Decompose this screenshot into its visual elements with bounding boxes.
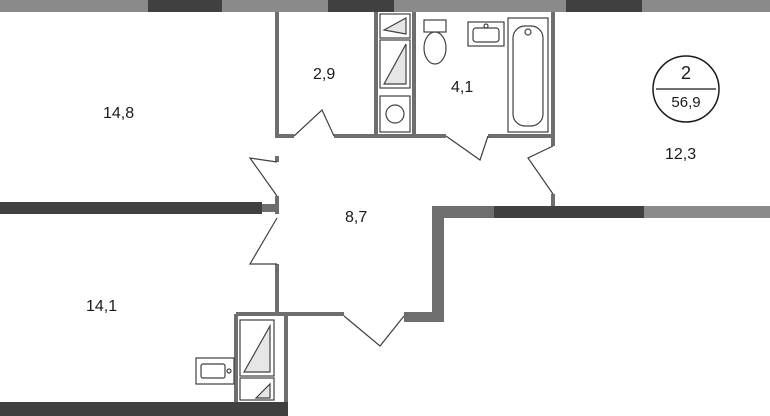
doors [248, 108, 554, 347]
storage-column-fixtures [379, 13, 411, 133]
room-1-door [248, 157, 278, 197]
top-exterior-wall [0, 0, 770, 12]
bathroom-fixtures [423, 17, 549, 133]
rooms-count: 2 [681, 63, 691, 83]
room-2-door [248, 217, 278, 265]
storage-door [293, 108, 335, 137]
laundry-sink-icon [195, 357, 235, 385]
storage-area: 2,9 [313, 66, 335, 83]
hallway-area: 8,7 [345, 209, 367, 226]
washing-machine-icon [385, 104, 405, 124]
total-area: 56,9 [671, 94, 700, 111]
hallway-step-wall [404, 206, 444, 322]
kitchen-bottom-wall [434, 206, 770, 218]
toilet-icon [423, 19, 447, 65]
middle-exterior-wall [0, 202, 276, 214]
bathroom-area: 4,1 [451, 79, 473, 96]
kitchen-area: 12,3 [665, 146, 696, 163]
bottom-exterior-wall [0, 402, 288, 416]
interior-walls [234, 12, 555, 402]
niche-fixtures [195, 319, 275, 401]
room-2-area: 14,1 [86, 298, 117, 315]
sink-icon [467, 21, 505, 47]
apartment-badge: 2 56,9 [652, 55, 720, 123]
entrance-door [343, 315, 405, 347]
bathroom-door [445, 135, 489, 161]
bathtub-icon [507, 17, 549, 133]
kitchen-door [527, 145, 554, 195]
room-1-area: 14,8 [103, 105, 134, 122]
